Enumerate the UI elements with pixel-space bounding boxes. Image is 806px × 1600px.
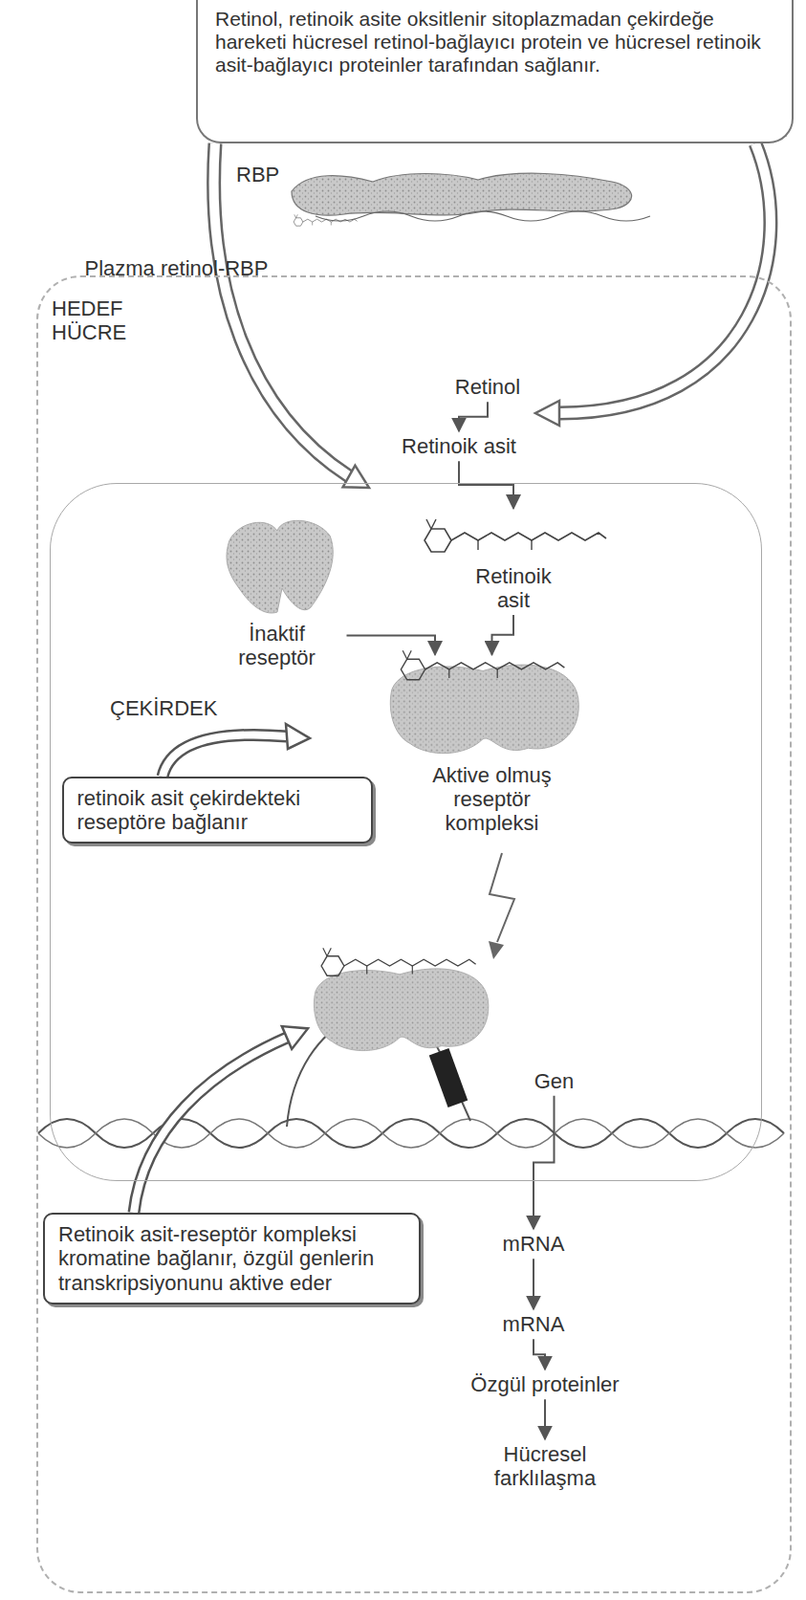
- figure-label: RBP: [236, 162, 806, 187]
- node-text: mRNA: [502, 1311, 566, 1336]
- arrow-shaft: [214, 143, 349, 477]
- inactive-receptor: [226, 520, 333, 613]
- product-step: mRNA: [502, 1231, 566, 1256]
- node-text: Retinoik asit: [460, 564, 567, 613]
- node-text: Özgül proteinler: [470, 1372, 619, 1396]
- arrow-head: [488, 940, 504, 959]
- chromatin-complex: [313, 968, 488, 1051]
- target-cell: RetinolRetinoik asitİnaktif reseptörReti…: [36, 275, 792, 1593]
- gene-block: [429, 1047, 469, 1108]
- rbp-protein: [291, 173, 632, 216]
- molecule-figure: Retinoik asit: [411, 511, 617, 613]
- product-step: Özgül proteinler: [470, 1372, 619, 1396]
- hollow-arrow: [535, 143, 771, 426]
- arrow-head: [535, 400, 560, 426]
- arrow-shaft: [162, 734, 287, 777]
- flow-arrow: [533, 1095, 555, 1229]
- node-text: Retinol: [455, 374, 521, 399]
- node-text: İnaktif reseptör: [210, 621, 345, 671]
- node-text: Retinoik asit: [401, 434, 517, 458]
- node-text: Retinol, retinoik asite oksitlenir sitop…: [215, 7, 775, 77]
- arrow-shaft: [559, 143, 771, 414]
- retinoic-acid-molecule: [424, 519, 607, 552]
- zigzag-arrow: [489, 852, 515, 942]
- arrow-shaft: [162, 734, 287, 777]
- node-text: Aktive olmuş reseptör kompleksi: [420, 762, 565, 836]
- arrow-shaft: [133, 1037, 287, 1213]
- flow-arrow: [532, 1258, 535, 1309]
- arrow-head: [282, 1025, 308, 1049]
- node-text: retinoik asit çekirdekteki reseptöre bağ…: [77, 785, 358, 835]
- rbp-chain: [315, 211, 651, 221]
- flow-arrow: [544, 1398, 546, 1439]
- flow-arrow: [533, 1338, 545, 1370]
- molecule-name: Retinoik asit: [401, 434, 517, 458]
- hollow-arrow: [133, 1025, 308, 1213]
- hollow-arrow: [214, 143, 370, 488]
- retinol-molecule: [293, 214, 358, 226]
- flow-arrow: [458, 460, 514, 508]
- complex-figure: Aktive olmuş reseptör kompleksi: [382, 657, 603, 836]
- bound-retinoic-acid: [400, 650, 565, 680]
- node-text: Hücresel farklılaşma: [478, 1441, 612, 1491]
- receptor-figure: İnaktif reseptör: [210, 516, 345, 671]
- molecule-name: Retinol: [455, 374, 521, 399]
- product-step: mRNA: [502, 1311, 566, 1336]
- arrow-shaft: [214, 143, 349, 477]
- arrow-shaft: [133, 1037, 287, 1213]
- callout-box: Retinol, retinoik asite oksitlenir sitop…: [196, 0, 794, 144]
- flow-arrow: [347, 635, 436, 655]
- callout-box: retinoik asit çekirdekteki reseptöre bağ…: [62, 776, 373, 845]
- flow-arrow: [458, 401, 488, 432]
- node-text: Retinoik asit-reseptör kompleksi kromati…: [58, 1221, 406, 1295]
- receptor-complex: [390, 664, 579, 754]
- nucleus: İnaktif reseptör Retinoik asitAktive olmu…: [49, 482, 763, 1181]
- arrow-shaft: [559, 143, 771, 414]
- arrow-head: [343, 465, 370, 488]
- product-step: Hücresel farklılaşma: [478, 1441, 612, 1491]
- node-text: Gen: [534, 1068, 575, 1093]
- hollow-arrow: [162, 723, 310, 777]
- arrow-head: [285, 723, 310, 749]
- region-heading: ÇEKİRDEK: [109, 696, 218, 720]
- flow-arrow: [492, 614, 515, 654]
- callout-box: Retinoik asit-reseptör kompleksi kromati…: [43, 1212, 421, 1305]
- node-text: mRNA: [502, 1231, 566, 1256]
- region-heading: HEDEF HÜCRE: [51, 296, 148, 346]
- gene-label: Gen: [534, 1068, 575, 1093]
- bound-retinoic-acid: [321, 947, 477, 976]
